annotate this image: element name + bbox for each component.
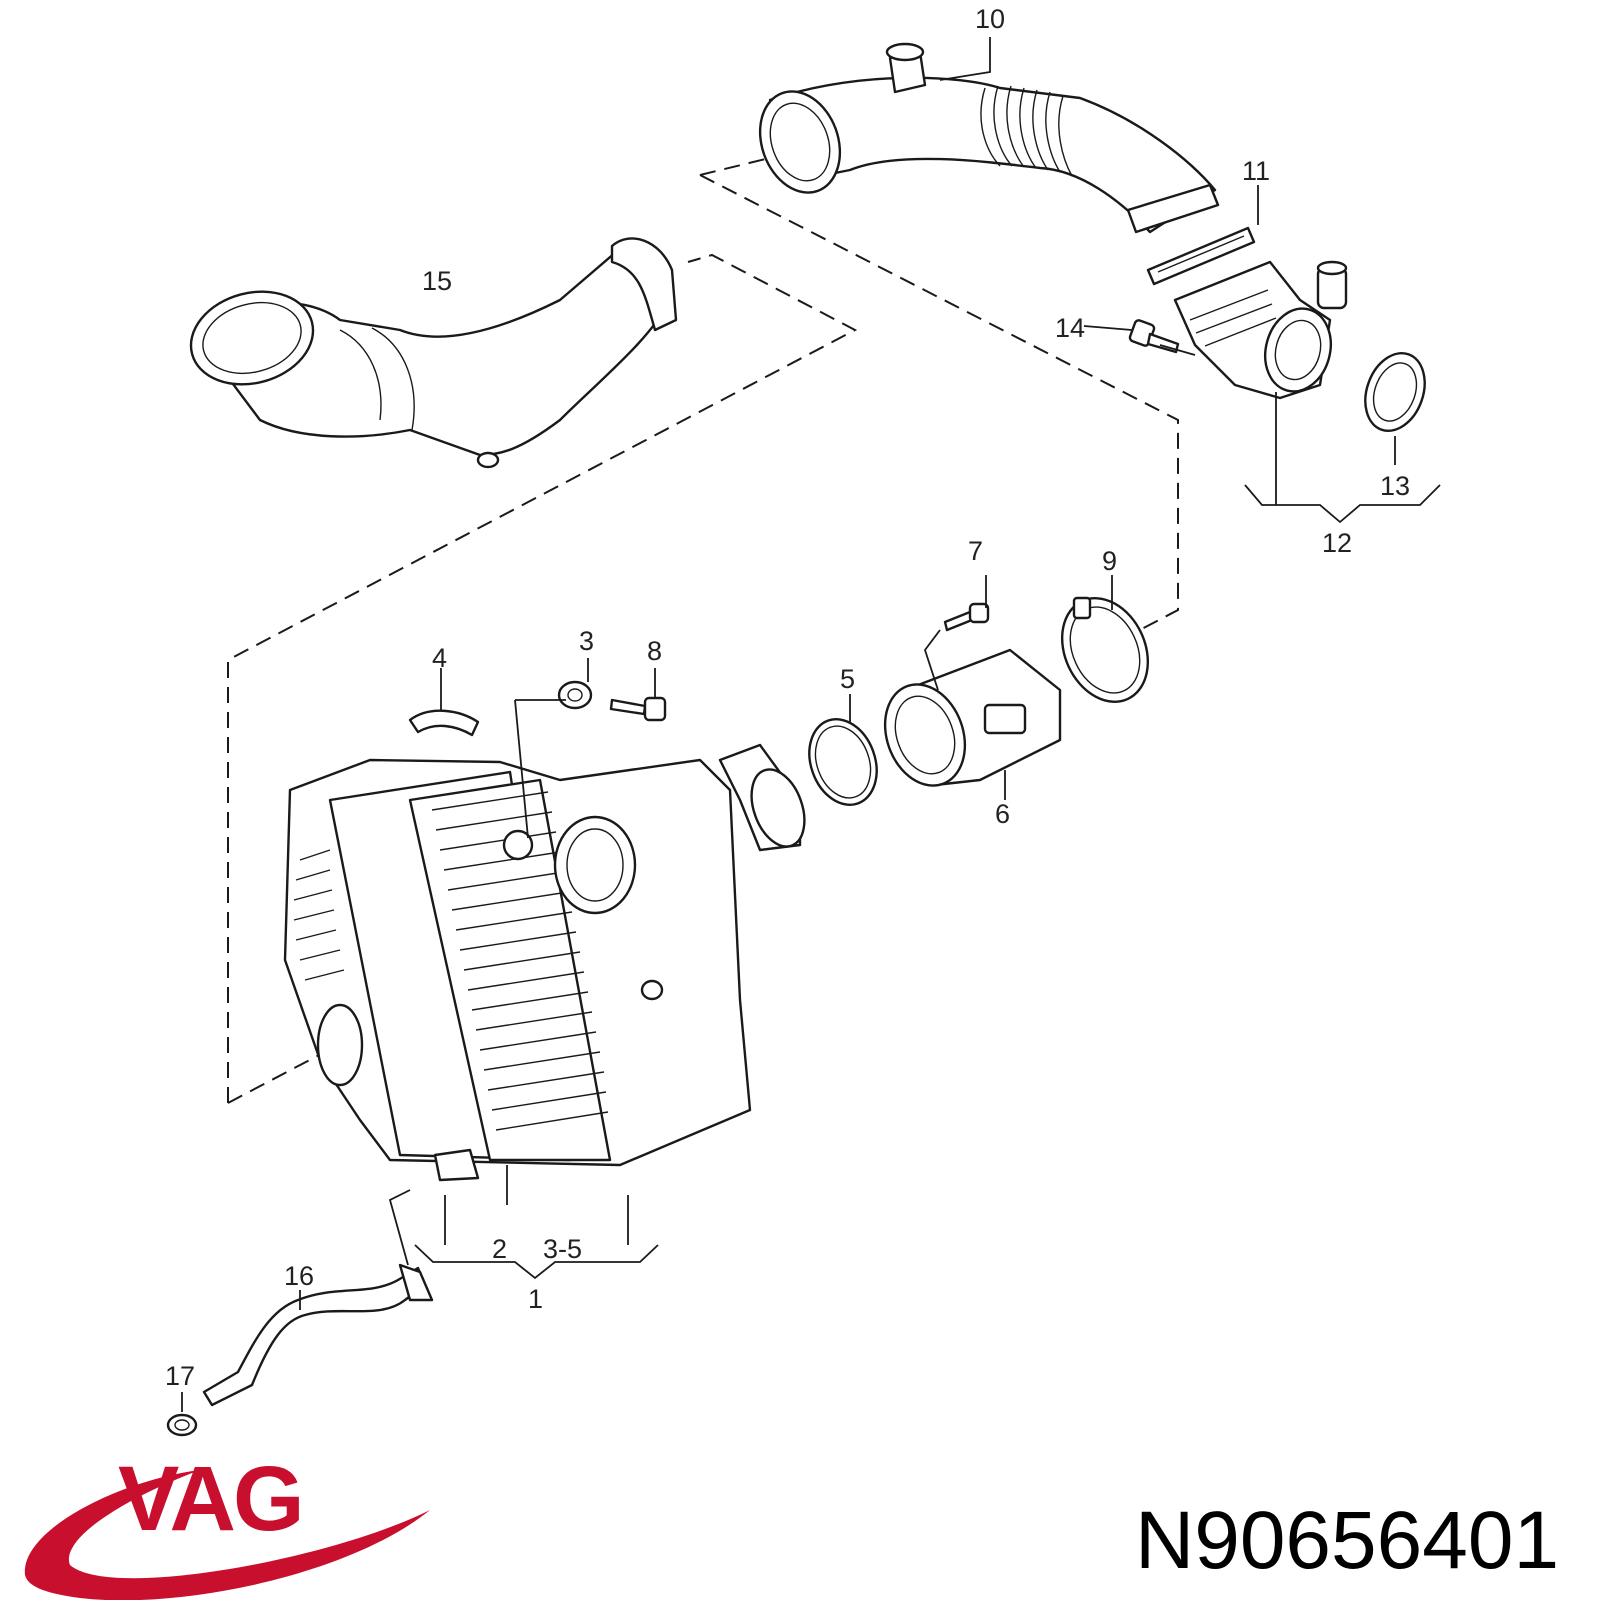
upper-intake-hose-part[interactable]	[747, 42, 1220, 234]
air-mass-meter-6-part[interactable]	[872, 648, 1062, 797]
callout-11: 11	[1242, 156, 1270, 186]
screw-7-part[interactable]	[943, 602, 990, 632]
connection-piece-12-part[interactable]	[1173, 260, 1348, 400]
callout-6: 6	[995, 799, 1010, 829]
callout-2: 2	[492, 1234, 507, 1264]
callout-labels: 10 11 14 15 13 12 7 9 3 8 4 5 6 2 3-5 1 …	[165, 4, 1410, 1391]
vag-logo-text: VAG	[118, 1448, 302, 1550]
callout-3-5: 3-5	[543, 1234, 582, 1264]
clip-4-part[interactable]	[408, 709, 480, 737]
callout-15: 15	[422, 266, 452, 296]
bolt-14-part[interactable]	[1128, 319, 1180, 354]
callout-1: 1	[528, 1284, 543, 1314]
gasket-11-part[interactable]	[1146, 226, 1256, 286]
seal-ring-13-part[interactable]	[1355, 345, 1435, 439]
callout-9: 9	[1102, 546, 1117, 576]
callout-17: 17	[165, 1361, 195, 1391]
air-filter-housing-part[interactable]	[283, 743, 814, 1182]
hose-clamp-9-part[interactable]	[1046, 584, 1164, 716]
callout-4: 4	[432, 643, 447, 673]
bolt-8-part[interactable]	[609, 696, 667, 722]
callout-5: 5	[840, 664, 855, 694]
vag-logo: VAG	[24, 1448, 430, 1600]
breather-hose-16-part[interactable]	[202, 1263, 434, 1407]
intake-duct-15-part[interactable]	[180, 237, 678, 469]
callout-16: 16	[284, 1261, 314, 1291]
callout-12: 12	[1322, 528, 1352, 558]
grommet-3-part[interactable]	[557, 680, 593, 710]
callout-3: 3	[579, 626, 594, 656]
callout-7: 7	[968, 536, 983, 566]
callout-10: 10	[975, 4, 1005, 34]
callout-14: 14	[1055, 313, 1085, 343]
leader-lines	[181, 37, 1441, 1412]
o-ring-5-part[interactable]	[798, 710, 888, 815]
callout-13: 13	[1380, 471, 1410, 501]
vag-logo-swoosh	[24, 1470, 430, 1600]
clamp-17-part[interactable]	[166, 1413, 198, 1437]
part-number: N90656401	[1135, 1495, 1559, 1586]
callout-8: 8	[647, 636, 662, 666]
